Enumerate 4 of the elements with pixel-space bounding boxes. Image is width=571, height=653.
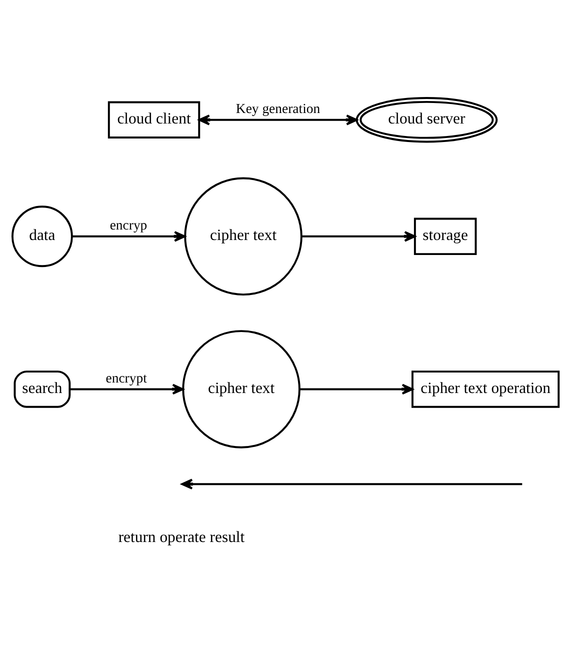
edge-label: encrypt — [106, 370, 147, 386]
edge-label: Key generation — [236, 100, 320, 116]
edge-label: encryp — [110, 217, 148, 232]
label: return operate result — [118, 528, 245, 546]
